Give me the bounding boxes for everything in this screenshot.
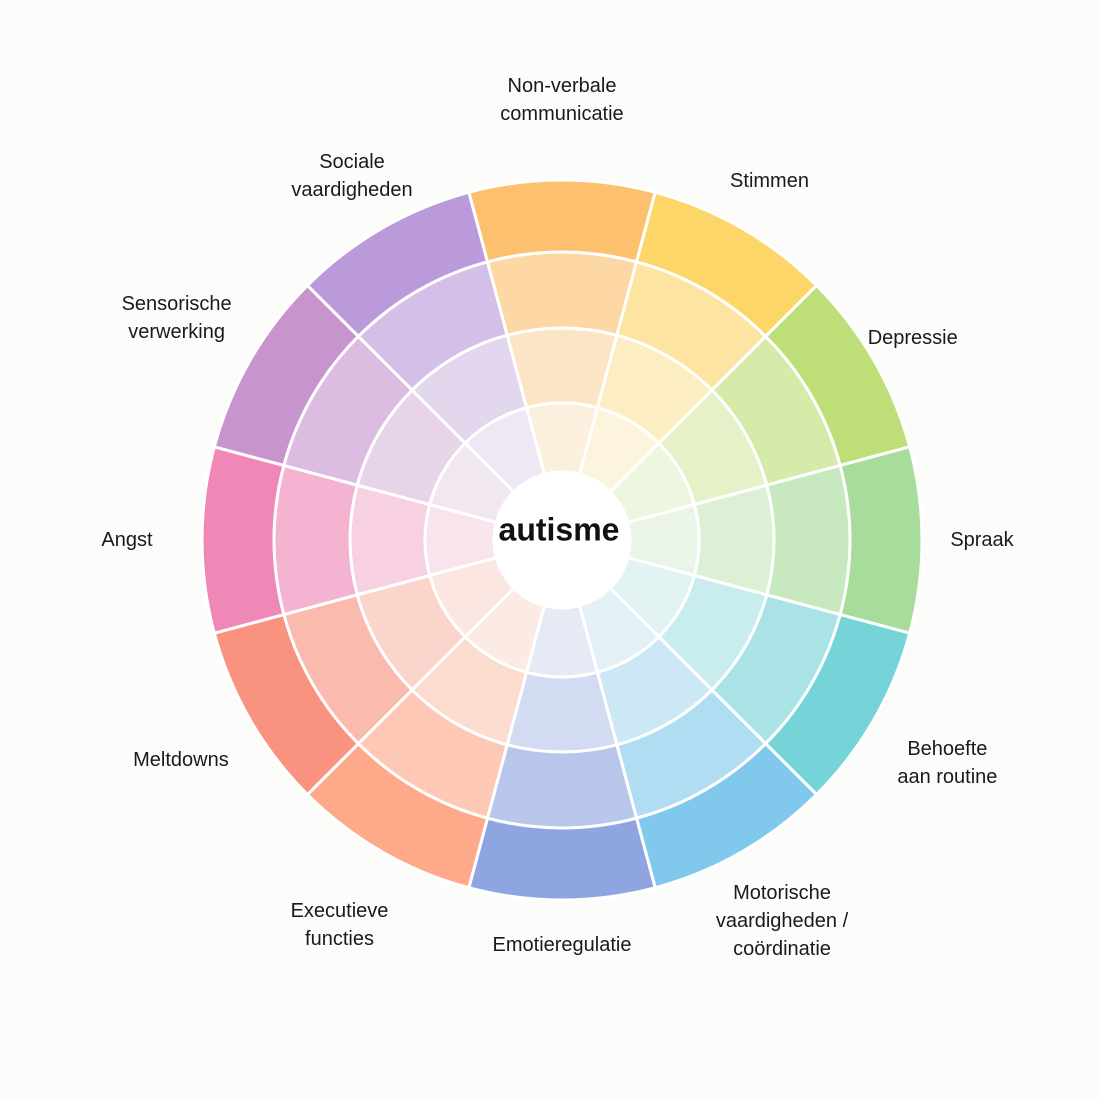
- segment-4-ring-3: [764, 463, 852, 617]
- segment-1-ring-3: [485, 250, 639, 338]
- segment-label-10: Angst: [101, 526, 152, 554]
- segment-label-line: Non-verbale: [507, 75, 617, 97]
- segment-label-line: Spraak: [950, 529, 1014, 551]
- segment-label-4: Spraak: [950, 526, 1013, 554]
- segment-label-2: Stimmen: [730, 167, 809, 195]
- segment-11: [212, 283, 517, 525]
- segment-label-line: verwerking: [128, 320, 225, 343]
- segment-label-line: communicatie: [500, 103, 624, 125]
- segment-label-line: Depressie: [867, 326, 958, 349]
- segment-label-line: Meltdowns: [133, 749, 229, 771]
- segment-4-ring-4: [838, 444, 924, 636]
- segment-label-6: Motorische vaardigheden / coördinatie: [716, 879, 848, 963]
- segment-label-line: Motorische: [733, 882, 831, 905]
- segment-3: [607, 283, 912, 525]
- segment-label-line: functies: [305, 928, 374, 951]
- segment-label-line: Behoefte: [907, 737, 988, 760]
- segment-label-1: Non-verbale communicatie: [500, 72, 623, 128]
- segment-4: [625, 444, 924, 636]
- segment-label-line: Emotieregulatie: [492, 934, 632, 956]
- segment-6: [577, 585, 819, 890]
- segment-label-line: aan routine: [897, 765, 998, 788]
- segment-10-ring-3: [272, 463, 360, 617]
- segment-label-5: Behoefte aan routine: [897, 735, 997, 791]
- segment-8: [305, 585, 547, 890]
- segment-1-ring-4: [466, 178, 658, 264]
- segment-label-line: coördinatie: [733, 938, 831, 961]
- segment-label-line: Sensorische: [121, 292, 232, 315]
- segment-12: [305, 190, 547, 495]
- segment-label-3: Depressie: [868, 324, 958, 352]
- segment-label-line: Executieve: [290, 900, 389, 923]
- segment-label-7: Emotieregulatie: [493, 931, 632, 959]
- center-label: autisme: [498, 511, 620, 548]
- segment-label-line: Stimmen: [730, 169, 809, 192]
- segment-label-line: Sociale: [319, 151, 385, 174]
- segment-7: [466, 603, 658, 902]
- segment-7-ring-3: [485, 742, 639, 830]
- segment-7-ring-4: [466, 816, 658, 902]
- segment-label-8: Executieve functies: [291, 897, 389, 953]
- segment-10: [200, 444, 499, 636]
- segment-label-12: Sociale vaardigheden: [291, 148, 412, 204]
- segment-10-ring-4: [200, 444, 286, 636]
- segment-label-line: vaardigheden /: [715, 910, 849, 933]
- segment-label-9: Meltdowns: [133, 746, 229, 774]
- segment-12-ring-4: [305, 190, 490, 339]
- center-hub: [494, 472, 630, 608]
- segment-label-line: vaardigheden: [291, 179, 413, 202]
- segment-label-11: Sensorische verwerking: [122, 290, 232, 346]
- segment-label-line: Angst: [101, 529, 153, 551]
